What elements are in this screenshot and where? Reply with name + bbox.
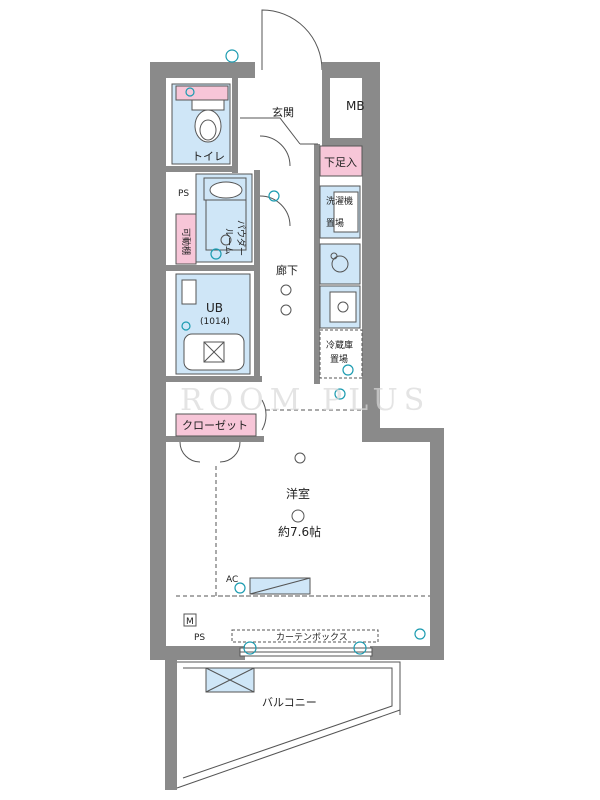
outlet-ac (234, 582, 246, 594)
label-meter: M (186, 617, 194, 627)
label-balcony: バルコニー (262, 696, 317, 709)
label-ub: UB (206, 301, 223, 315)
entrance-door (261, 9, 323, 71)
label-ac: AC (226, 575, 238, 585)
label-mb: MB (346, 99, 365, 113)
label-fridge-1: 冷蔵庫 (326, 339, 353, 351)
label-fridge-2: 置場 (330, 353, 348, 365)
shoebox (319, 145, 363, 177)
label-washer-1: 洗濯機 (326, 195, 353, 207)
powder-door (259, 195, 291, 227)
label-western-size: 約7.6帖 (278, 524, 321, 539)
label-shoebox: 下足入 (324, 156, 357, 169)
entrance-area (240, 80, 320, 138)
label-curtain-box: カーテンボックス (276, 632, 348, 643)
unit-bath (175, 273, 251, 375)
label-ps-lower: PS (194, 633, 205, 643)
balcony (165, 660, 401, 790)
electrical-symbols (181, 49, 426, 655)
label-ub-size: (1014) (200, 317, 230, 327)
fridge-space (319, 329, 363, 379)
interior-walls (166, 78, 320, 442)
entrance-step (240, 117, 301, 145)
label-washer-2: 置場 (326, 217, 344, 229)
label-ps-upper: PS (178, 189, 189, 199)
label-movable-shelf: 可動棚 (180, 228, 192, 255)
toilet-room (171, 83, 231, 165)
movable-shelf (175, 213, 197, 265)
label-powder-1: パウダー (235, 220, 247, 256)
outer-walls (150, 62, 444, 660)
western-room (176, 409, 430, 597)
label-hallway: 廊下 (276, 263, 298, 277)
stove (319, 243, 361, 285)
mb-area (330, 78, 362, 138)
closet (175, 413, 257, 437)
label-closet: クローゼット (182, 419, 248, 432)
curtain-box (231, 629, 379, 643)
label-toilet: トイレ (192, 150, 225, 163)
label-powder-2: ルーム (223, 228, 234, 255)
closet-doors (179, 441, 241, 463)
label-western-room: 洋室 (286, 486, 310, 501)
watermark: ROOM PLUS (180, 383, 430, 418)
label-entrance: 玄関 (272, 105, 294, 119)
powder-room (195, 173, 253, 263)
